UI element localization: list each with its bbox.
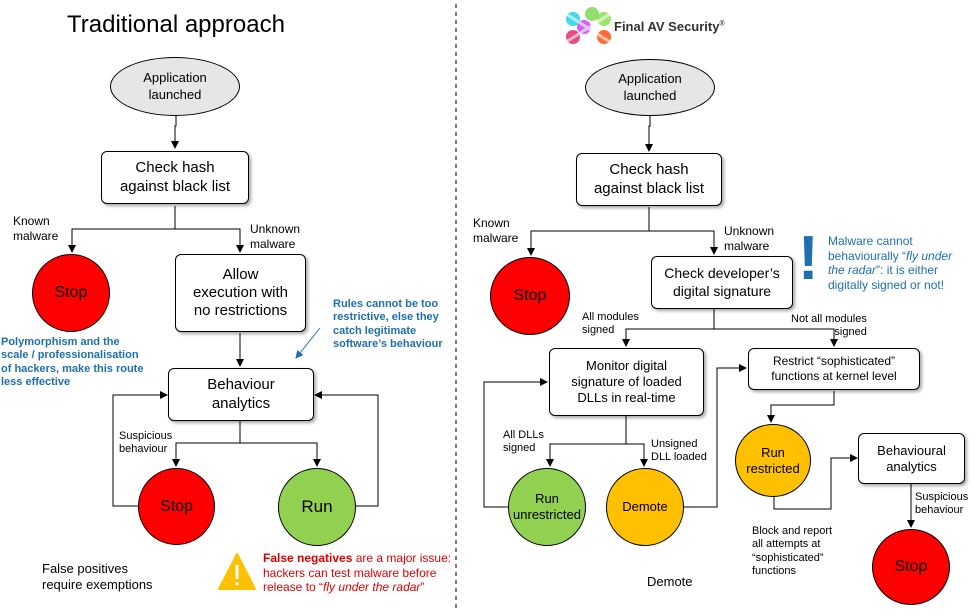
right-block-report-label: Block and report all attempts at “sophis… [752,525,833,578]
right-demote-label: Demote [647,574,693,589]
right-stop-top: Stop [490,257,570,335]
callout-text-b: ”: it is either digitally signed or not! [828,263,945,292]
left-false-negatives-text: False negatives are a major issue: hacke… [263,551,453,595]
left-title: Traditional approach [67,11,285,38]
left-suspicious-behaviour-label: Suspicious behaviour [119,430,173,456]
right-check-dev-sig-box: Check developer’s digital signature [651,256,793,309]
left-check-hash-box: Check hash against black list [101,151,249,204]
left-behaviour-analytics-box: Behaviour analytics [168,368,314,421]
left-allow-execution-box: Allow execution with no restrictions [175,254,306,332]
exclamation-icon: ! [798,224,819,293]
callout-text-italic: fly under the radar [828,248,953,278]
right-run-restricted-circle: Run restricted [735,424,811,497]
right-all-modules-label: All modules signed [582,311,639,337]
false-negatives-end: ” [420,580,425,595]
left-start-oval: Application launched [110,57,240,116]
right-callout-text: Malware cannot behaviourally “fly under … [828,234,952,293]
false-negatives-italic: fly under the radar [323,580,421,595]
right-check-hash-box: Check hash against black list [576,153,722,206]
left-unknown-malware-label: Unknown malware [250,222,301,251]
brand-logo-icon [560,7,612,46]
right-restrict-box: Restrict “sophisticated” functions at ke… [748,348,920,390]
false-negatives-rest: are a major issue: hackers can test malw… [263,551,452,595]
right-monitor-sig-box: Monitor digital signature of loaded DLLs… [549,348,704,416]
right-suspicious-behaviour-label: Suspicious behaviour [915,491,969,517]
left-stop-top: Stop [32,254,110,332]
brand-mark: ® [719,20,725,28]
left-false-positives-text: False positives require exemptions [42,561,153,592]
right-behavioural-analytics-box: Behavioural analytics [858,433,965,484]
warning-icon [218,553,256,590]
brand-name: Final AV Security® [614,19,725,35]
right-demote-circle: Demote [606,468,684,546]
left-stop-bottom: Stop [138,468,215,545]
right-unknown-malware-label: Unknown malware [724,224,775,253]
right-start-oval: Application launched [585,59,715,116]
left-polymorphism-note: Polymorphism and the scale / professiona… [1,336,144,389]
callout-text-a: Malware cannot behaviourally “ [828,234,913,263]
right-unsigned-dll-label: Unsigned DLL loaded [651,438,707,464]
brand-name-text: Final AV Security [614,19,720,34]
left-run-circle: Run [278,468,356,546]
left-rules-note: Rules cannot be too restrictive, else th… [333,298,443,351]
right-not-all-modules-label: Not all modules signed [791,313,867,339]
right-run-unrestricted-circle: Run unrestricted [508,468,586,546]
false-negatives-bold: False negatives [263,551,353,565]
right-all-dlls-label: All DLLs signed [503,429,544,455]
left-known-malware-label: Known malware [13,214,59,243]
right-known-malware-label: Known malware [473,216,519,245]
right-stop-bottom: Stop [872,529,950,605]
